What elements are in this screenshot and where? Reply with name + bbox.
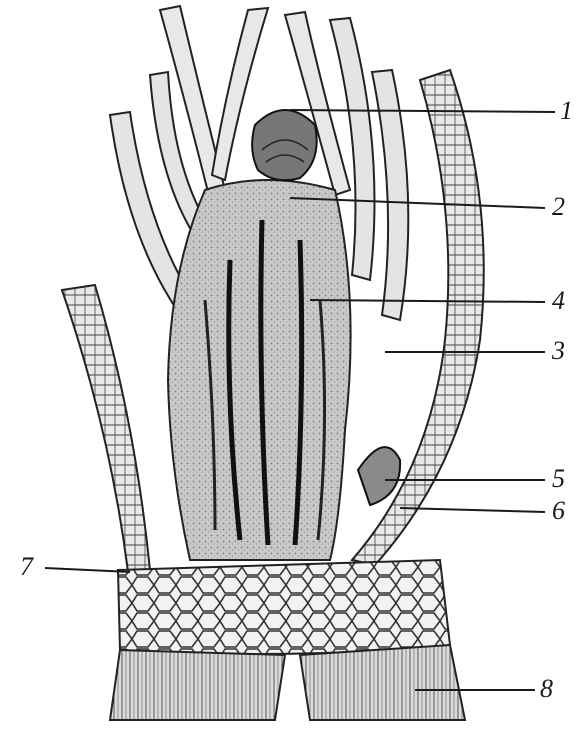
label-2: 2 bbox=[552, 194, 565, 220]
axillary-bud bbox=[358, 447, 400, 505]
label-3: 3 bbox=[552, 338, 565, 364]
label-6: 6 bbox=[552, 498, 565, 524]
parenchyma-band bbox=[118, 560, 450, 654]
growing-point bbox=[252, 110, 317, 180]
label-8: 8 bbox=[540, 676, 553, 702]
fibrous-base-right bbox=[300, 645, 465, 720]
leader-6 bbox=[400, 508, 545, 512]
fibrous-base-left bbox=[110, 650, 285, 720]
label-4: 4 bbox=[552, 288, 565, 314]
inner-leaf-4 bbox=[372, 70, 408, 320]
label-1: 1 bbox=[560, 98, 573, 124]
label-7: 7 bbox=[20, 554, 33, 580]
outer-leaf-left bbox=[62, 285, 150, 572]
label-5: 5 bbox=[552, 466, 565, 492]
